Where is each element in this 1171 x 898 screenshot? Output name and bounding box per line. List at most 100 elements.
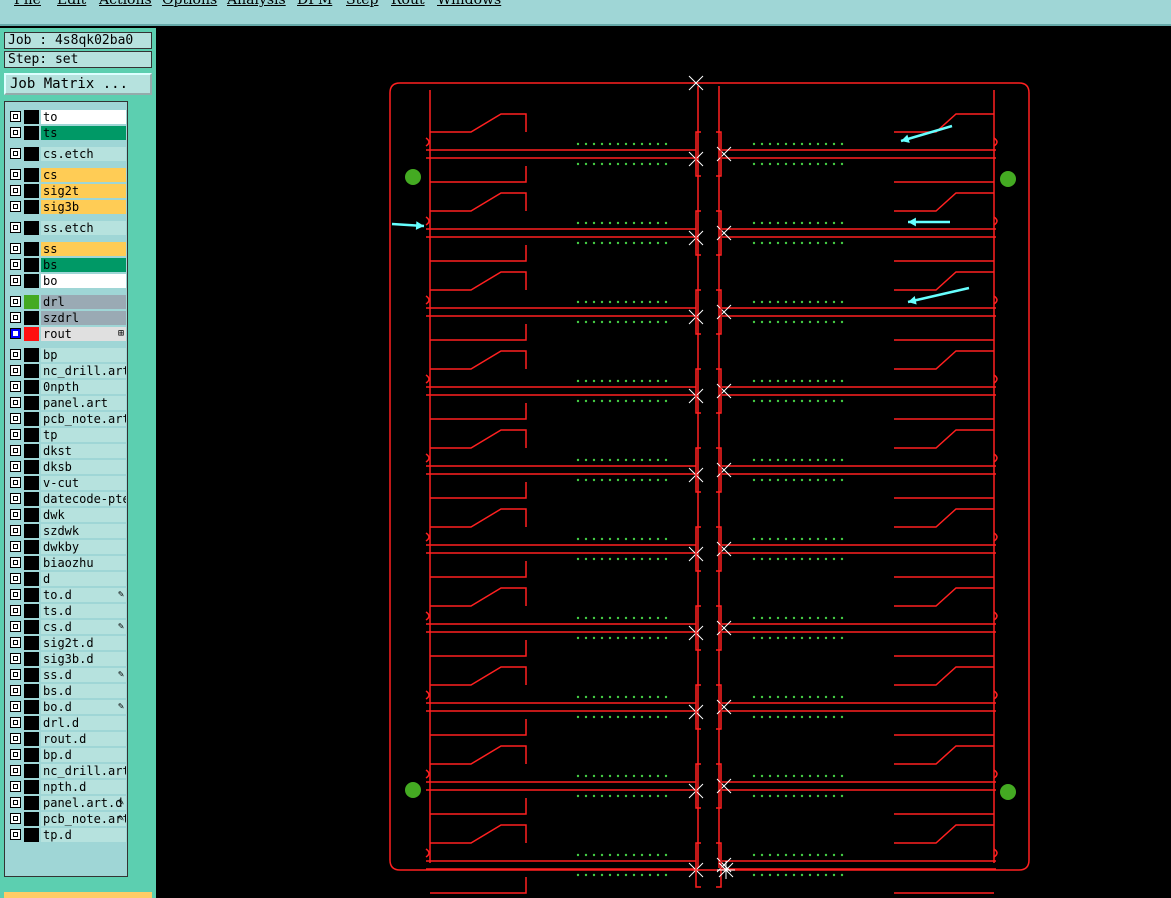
layer-color-swatch[interactable] — [24, 748, 39, 762]
layer-name[interactable]: d — [41, 572, 126, 586]
layer-color-swatch[interactable] — [24, 764, 39, 778]
layer-row-26[interactable]: biaozhu — [8, 556, 126, 570]
layer-name[interactable]: bo — [41, 274, 126, 288]
layer-row-16[interactable]: panel.art — [8, 396, 126, 410]
layer-name[interactable]: ss — [41, 242, 126, 256]
layer-checkbox[interactable] — [10, 621, 21, 632]
layer-checkbox[interactable] — [10, 829, 21, 840]
layer-row-19[interactable]: dkst — [8, 444, 126, 458]
layer-checkbox[interactable] — [10, 185, 21, 196]
layer-name[interactable]: sig2t.d — [41, 636, 126, 650]
layer-checkbox[interactable] — [10, 813, 21, 824]
layer-checkbox[interactable] — [10, 127, 21, 138]
layer-color-swatch[interactable] — [24, 668, 39, 682]
layer-checkbox[interactable] — [10, 685, 21, 696]
layer-checkbox[interactable] — [10, 781, 21, 792]
layer-name[interactable]: bo.d✎ — [41, 700, 126, 714]
layer-name[interactable]: dwkby — [41, 540, 126, 554]
layer-color-swatch[interactable] — [24, 684, 39, 698]
layer-row-43[interactable]: tp.d — [8, 828, 126, 842]
layer-color-swatch[interactable] — [24, 652, 39, 666]
layer-checkbox[interactable] — [10, 349, 21, 360]
layer-name[interactable]: panel.art — [41, 396, 126, 410]
layer-row-25[interactable]: dwkby — [8, 540, 126, 554]
layer-name[interactable]: bs — [41, 258, 126, 272]
layer-row-20[interactable]: dksb — [8, 460, 126, 474]
layer-row-35[interactable]: bo.d✎ — [8, 700, 126, 714]
layer-row-22[interactable]: datecode-pte — [8, 492, 126, 506]
layer-row-21[interactable]: v-cut — [8, 476, 126, 490]
layer-color-swatch[interactable] — [24, 828, 39, 842]
layer-checkbox[interactable] — [10, 589, 21, 600]
layer-checkbox[interactable] — [10, 461, 21, 472]
menu-analysis[interactable]: Analysis — [227, 0, 286, 8]
layer-checkbox[interactable] — [10, 557, 21, 568]
layer-checkbox[interactable] — [10, 605, 21, 616]
layer-checkbox[interactable] — [10, 381, 21, 392]
layer-name[interactable]: to — [41, 110, 126, 124]
layer-color-swatch[interactable] — [24, 428, 39, 442]
layer-checkbox[interactable] — [10, 397, 21, 408]
layer-color-swatch[interactable] — [24, 780, 39, 794]
menu-options[interactable]: Options — [162, 0, 218, 8]
layer-row-24[interactable]: szdwk — [8, 524, 126, 538]
layer-row-9[interactable]: bo — [8, 274, 126, 288]
layer-name[interactable]: pcb_note.art✎ — [41, 812, 126, 826]
layer-name[interactable]: sig3b.d — [41, 652, 126, 666]
layer-row-40[interactable]: npth.d — [8, 780, 126, 794]
layer-name[interactable]: dwk — [41, 508, 126, 522]
layer-checkbox[interactable] — [10, 733, 21, 744]
layer-name[interactable]: npth.d — [41, 780, 126, 794]
layer-name[interactable]: szdwk — [41, 524, 126, 538]
layer-color-swatch[interactable] — [24, 476, 39, 490]
layer-checkbox[interactable] — [10, 169, 21, 180]
layer-row-6[interactable]: ss.etch — [8, 221, 126, 235]
layer-color-swatch[interactable] — [24, 184, 39, 198]
layer-color-swatch[interactable] — [24, 588, 39, 602]
layer-color-swatch[interactable] — [24, 540, 39, 554]
layer-name[interactable]: to.d✎ — [41, 588, 126, 602]
layer-row-7[interactable]: ss — [8, 242, 126, 256]
layer-color-swatch[interactable] — [24, 572, 39, 586]
layer-name[interactable]: pcb_note.art — [41, 412, 126, 426]
layer-checkbox[interactable] — [10, 201, 21, 212]
menu-edit[interactable]: Edit — [57, 0, 87, 8]
layer-name[interactable]: cs.d✎ — [41, 620, 126, 634]
layer-checkbox[interactable] — [10, 541, 21, 552]
layer-name[interactable]: v-cut — [41, 476, 126, 490]
layer-row-1[interactable]: ts — [8, 126, 126, 140]
layer-checkbox[interactable] — [10, 111, 21, 122]
layer-color-swatch[interactable] — [24, 812, 39, 826]
layer-checkbox[interactable] — [10, 259, 21, 270]
layer-name[interactable]: tp.d — [41, 828, 126, 842]
layer-row-0[interactable]: to — [8, 110, 126, 124]
layer-color-swatch[interactable] — [24, 524, 39, 538]
layer-checkbox[interactable] — [10, 312, 21, 323]
layer-color-swatch[interactable] — [24, 274, 39, 288]
layer-row-4[interactable]: sig2t — [8, 184, 126, 198]
layer-name[interactable]: 0npth — [41, 380, 126, 394]
layer-name[interactable]: bp.d — [41, 748, 126, 762]
layer-checkbox[interactable] — [10, 275, 21, 286]
layer-color-swatch[interactable] — [24, 295, 39, 309]
layer-color-swatch[interactable] — [24, 716, 39, 730]
layer-row-17[interactable]: pcb_note.art — [8, 412, 126, 426]
layer-color-swatch[interactable] — [24, 396, 39, 410]
layer-checkbox[interactable] — [10, 296, 21, 307]
layer-name[interactable]: nc_drill.art — [41, 764, 126, 778]
layer-checkbox[interactable] — [10, 243, 21, 254]
layer-color-swatch[interactable] — [24, 604, 39, 618]
layer-row-34[interactable]: bs.d — [8, 684, 126, 698]
layer-color-swatch[interactable] — [24, 460, 39, 474]
layer-checkbox[interactable] — [10, 148, 21, 159]
layer-name[interactable]: ts.d — [41, 604, 126, 618]
layer-row-11[interactable]: szdrl — [8, 311, 126, 325]
layer-name[interactable]: dksb — [41, 460, 126, 474]
layer-row-29[interactable]: ts.d — [8, 604, 126, 618]
layer-color-swatch[interactable] — [24, 200, 39, 214]
layer-name[interactable]: bs.d — [41, 684, 126, 698]
layer-checkbox[interactable] — [10, 797, 21, 808]
layer-color-swatch[interactable] — [24, 412, 39, 426]
layer-row-5[interactable]: sig3b — [8, 200, 126, 214]
layer-checkbox[interactable] — [10, 749, 21, 760]
